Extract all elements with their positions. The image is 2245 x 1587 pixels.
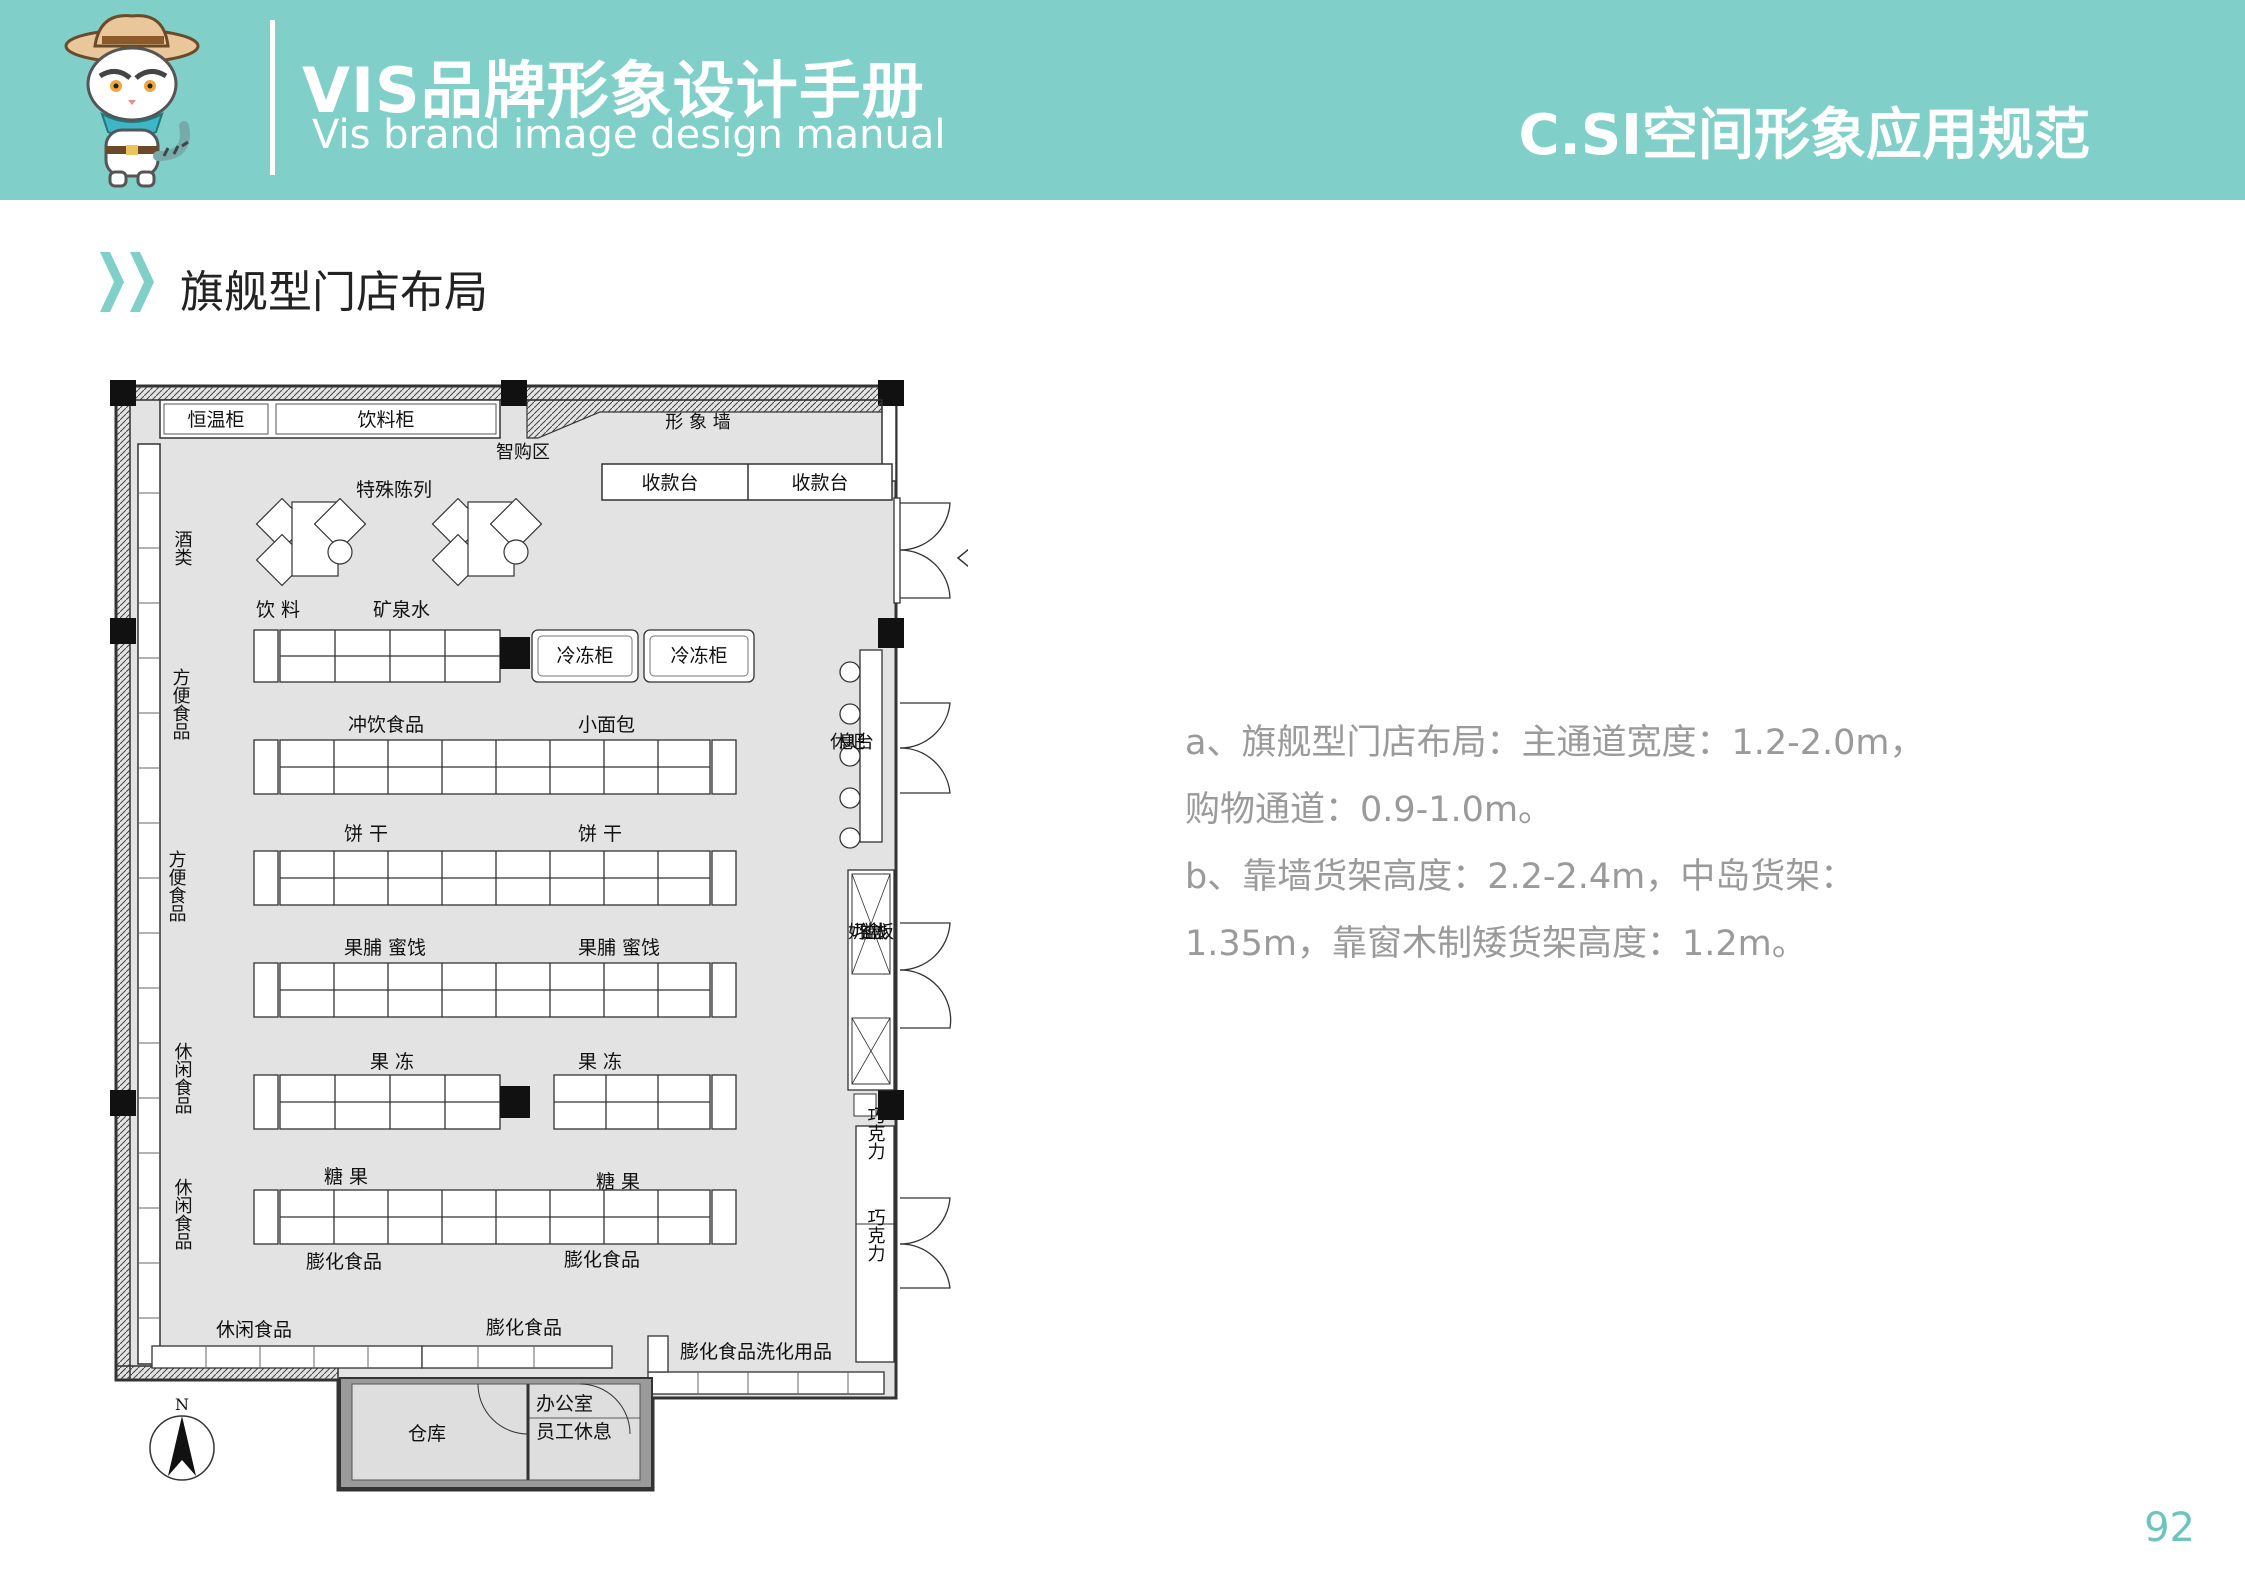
freezer-2: 冷冻柜 [643,629,755,683]
label-penghua-xihua: 膨化食品洗化用品 [680,1341,832,1363]
label-qiaokeli-1: 巧克力 [865,1106,886,1160]
label-hengwengui: 恒温柜 [187,409,244,431]
label-xingxiangqiang: 形 象 墙 [665,412,730,433]
entrance-arrow-icon [956,548,968,568]
label-xiuxianshipin-2: 休闲食品 [172,1178,193,1250]
layout-description: a、旗舰型门店布局：主通道宽度：1.2-2.0m， 购物通道：0.9-1.0m。… [1185,710,2085,978]
label-penghuashipin-2: 膨化食品 [564,1249,640,1271]
shelf-row-5 [253,1074,737,1130]
label-guofu-2: 果脯 蜜饯 [578,937,660,959]
column-block [500,637,530,669]
shelf-row-3 [253,850,737,906]
header-divider [270,20,275,175]
label-xiuxibatai: 休息吧台 [830,732,874,753]
label-jiulei: 酒类 [172,530,193,566]
special-display-1 [255,497,367,587]
label-penghuashipin-1: 膨化食品 [306,1251,382,1273]
label-qiaokeli-2: 巧克力 [865,1208,886,1262]
north-arrow-icon: N [149,1395,215,1481]
section-title: C.SI空间形象应用规范 [1518,103,2090,168]
double-chevron-icon [100,252,154,312]
description-line: 1.35m，靠窗木制矮货架高度：1.2m。 [1185,924,1807,964]
description-line: b、靠墙货架高度：2.2-2.4m，中岛货架： [1185,857,1856,897]
header-banner: VIS品牌形象设计手册 Vis brand image design manua… [0,0,2245,200]
label-chongyinshipin: 冲饮食品 [348,714,424,736]
label-yinliao: 饮 料 [256,599,300,621]
label-yinliaogui: 饮料柜 [357,409,414,431]
column-block [500,1086,530,1118]
label-binggan-2: 饼 干 [578,823,622,845]
label-penghuashipin-bottom: 膨化食品 [486,1317,562,1339]
brand-title-en: Vis brand image design manual [312,112,946,158]
label-guofu-1: 果脯 蜜饯 [344,937,426,959]
label-yuangongxiuxi: 员工休息 [536,1421,612,1443]
label-guodong-1: 果 冻 [370,1051,414,1073]
label-fangbianshipin-2: 方便食品 [166,850,187,922]
bar-stools [839,661,861,849]
label-lengdonggui-2: 冷冻柜 [670,645,727,667]
label-tangguo-1: 糖 果 [324,1166,368,1188]
label-xiuxianshipin-bottom: 休闲食品 [216,1319,292,1341]
label-kuangquanshui: 矿泉水 [373,599,430,621]
freezer-1: 冷冻柜 [531,629,639,683]
page-number: 92 [2144,1505,2195,1551]
description-line: 购物通道：0.9-1.0m。 [1185,790,1554,830]
label-lengdonggui-1: 冷冻柜 [556,645,613,667]
cowboy-cat-mascot-icon [64,14,200,188]
label-north: N [175,1395,189,1414]
shelf-row-1 [253,629,501,683]
label-zhigouqu: 智购区 [496,442,550,463]
description-line: a、旗舰型门店布局：主通道宽度：1.2-2.0m， [1185,723,1925,763]
entrance-doors [893,497,952,1289]
shelf-row-6 [253,1189,737,1245]
shelf-row-4 [253,962,737,1018]
structural-columns [110,380,904,1120]
label-xiuxianshipin-1: 休闲食品 [172,1042,193,1114]
label-shoukuantai-1: 收款台 [641,472,698,494]
label-tangguo-2: 糖 果 [596,1171,640,1193]
label-shoukuantai-2: 收款台 [791,472,848,494]
label-guodong-2: 果 冻 [578,1051,622,1073]
label-naidui: 奶堆礼盒栈板 [848,922,894,943]
store-floorplan: 恒温柜 饮料柜 形 象 墙 智购区 收款台 收款台 特殊陈列 入口 [110,380,968,1492]
label-binggan-1: 饼 干 [344,823,388,845]
label-xiaomianbao: 小面包 [578,714,635,736]
label-cangku: 仓库 [408,1423,446,1445]
special-display-2 [431,497,543,587]
label-fangbianshipin-1: 方便食品 [170,668,191,740]
shelf-row-2 [253,739,737,795]
page-heading: 旗舰型门店布局 [180,267,488,318]
label-bangongshi: 办公室 [536,1393,593,1415]
brand-title-cn: VIS品牌形象设计手册 [302,54,925,127]
label-teshuchenlie: 特殊陈列 [356,479,432,501]
